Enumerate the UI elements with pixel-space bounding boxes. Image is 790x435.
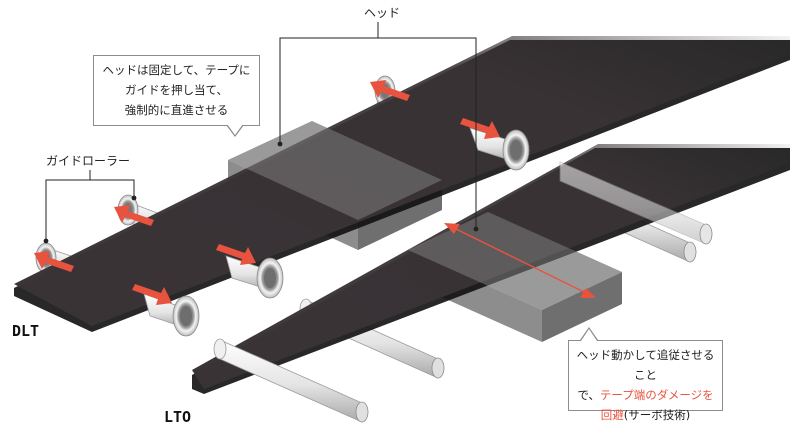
head-leader-lines [279, 22, 477, 228]
lto-callout-line1: ヘッド動かして追従させること [576, 348, 715, 382]
lto-callout: ヘッド動かして追従させること で、テープ端のダメージを 回避(サーボ技術) [568, 340, 723, 422]
lto-callout-line3: 回避(サーボ技術) [575, 405, 716, 425]
lto-callout-line2: で、テープ端のダメージを [575, 385, 716, 405]
lto-callout-line2-highlight: テープ端のダメージを [599, 388, 714, 402]
dlt-roller-top-right [469, 127, 530, 171]
roller-marker-1 [43, 238, 49, 244]
lto-callout-line3-highlight: 回避 [600, 408, 624, 422]
lto-callout-tail-fill [581, 329, 597, 341]
dlt-callout-line3: 強制的に直進させる [124, 103, 229, 117]
head-label: ヘッド [364, 6, 401, 20]
lto-callout-line2-prefix: で、 [577, 388, 600, 402]
roller-leader-lines [45, 170, 135, 240]
dlt-callout: ヘッドは固定して、テープに ガイドを押し当て、 強制的に直進させる [93, 55, 260, 126]
lto-label: LTO [164, 408, 192, 426]
dlt-head-marker [277, 141, 283, 147]
roller-marker-2 [131, 195, 137, 201]
dlt-tape [14, 36, 790, 332]
lto-roller-front-1 [213, 338, 369, 423]
dlt-callout-tail-fill [227, 124, 243, 135]
dlt-roller-front-right [143, 293, 200, 337]
dlt-callout-line2: ガイドを押し当て、 [125, 83, 228, 97]
lto-roller-front-2 [559, 161, 713, 245]
lto-head-top-overlay [408, 212, 622, 310]
lto-callout-line3-suffix: (サーボ技術) [623, 408, 691, 422]
guide-roller-label: ガイドローラー [46, 154, 131, 168]
lto-head-move-arrow [444, 223, 596, 298]
dlt-guide-arrows [34, 80, 500, 305]
dlt-roller-mid-right [225, 255, 284, 299]
dlt-label: DLT [12, 322, 40, 340]
dlt-callout-line1: ヘッドは固定して、テープに [102, 63, 251, 77]
lto-head-marker [473, 226, 479, 232]
